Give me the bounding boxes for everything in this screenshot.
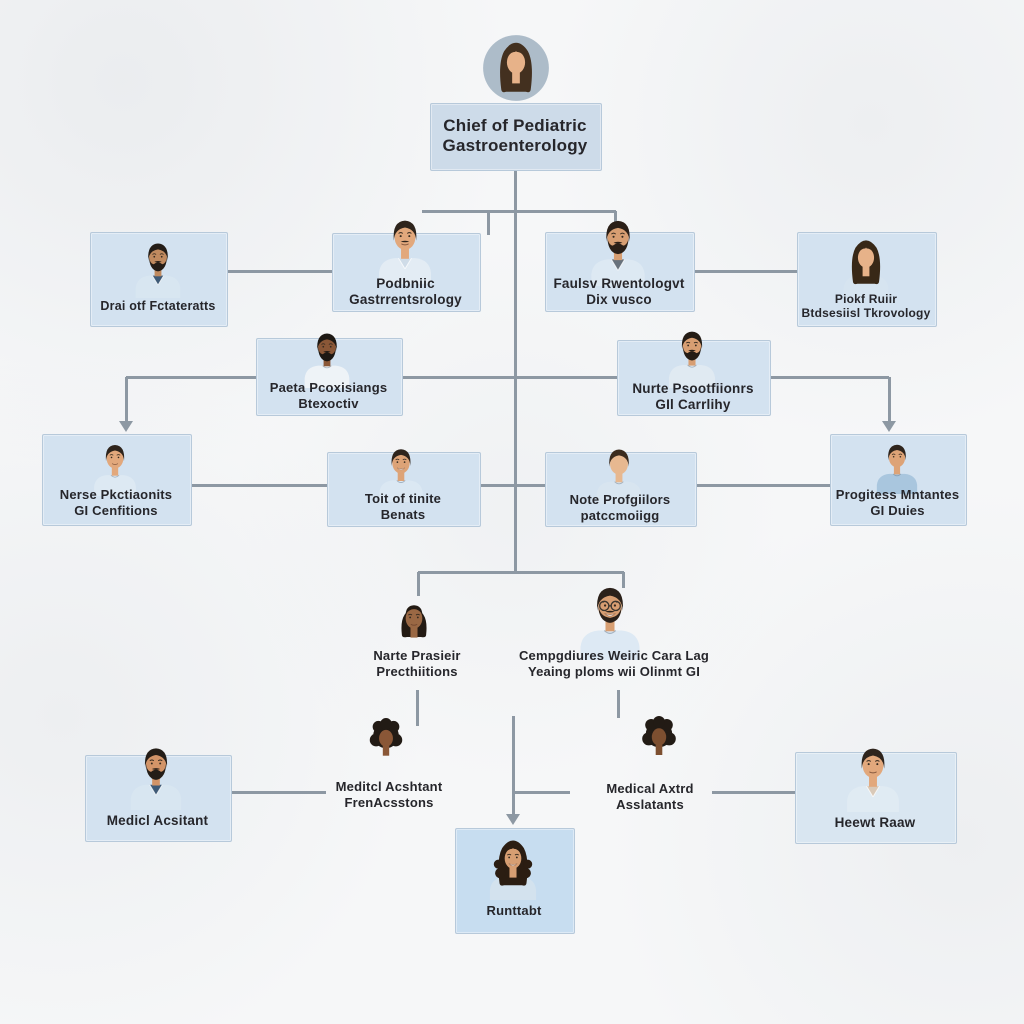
connector-line <box>418 570 624 574</box>
person-avatar-drai-otf-fctateratts <box>120 236 196 298</box>
person-avatar-toit-of-tinite <box>362 442 440 502</box>
person-avatar-chief-of-pediatric-gastroenterology <box>481 33 551 103</box>
connector-line <box>416 572 420 596</box>
connector-line <box>887 377 891 423</box>
person-avatar-runttabt <box>478 836 548 900</box>
connector-line <box>401 375 617 379</box>
person-avatar-nurte-psootfiionrs <box>652 324 732 388</box>
person-avatar-meditcl-acshtant-frenacsstons <box>344 718 428 776</box>
person-avatar-nerse-pkctiaonits <box>78 438 152 496</box>
person-avatar-note-profgiilors <box>580 442 658 504</box>
person-avatar-cempgdiures-weiric-cara-lag <box>556 578 664 660</box>
node-label-drai-otf-fctateratts: Drai otf Fctateratts <box>100 298 216 313</box>
arrowhead-down-icon <box>882 421 896 432</box>
node-label-runttabt: Runttabt <box>486 903 542 919</box>
node-label-heewt-raaw: Heewt Raaw <box>834 814 916 830</box>
connector-line <box>769 375 889 379</box>
person-avatar-progitess-mntantes <box>862 438 932 494</box>
connector-line <box>695 483 830 487</box>
connector-line <box>616 690 620 718</box>
person-avatar-medical-axtrd-asslatants <box>622 716 696 776</box>
person-avatar-heewt-raaw <box>832 740 914 812</box>
connector-line <box>226 269 332 273</box>
person-avatar-piokf-ruiir <box>830 236 902 298</box>
connector-line <box>190 483 327 487</box>
connector-line <box>513 170 517 212</box>
person-avatar-podbniic-gastrrentsrology <box>367 212 443 284</box>
connector-line <box>479 483 545 487</box>
connector-line <box>415 690 419 726</box>
connector-line <box>693 269 797 273</box>
person-avatar-narte-prasieir <box>382 590 446 660</box>
connector-line <box>513 211 517 573</box>
connector-line <box>621 572 625 588</box>
person-avatar-faulsv-rwentologvt <box>578 212 658 286</box>
org-node-box-chief-of-pediatric-gastroenterology <box>430 103 602 171</box>
person-avatar-paeta-pcoxisiangs <box>288 326 366 388</box>
person-avatar-medicl-acsitant <box>118 740 194 810</box>
arrowhead-down-icon <box>506 814 520 825</box>
connector-line <box>230 790 326 794</box>
connector-line <box>124 377 128 423</box>
connector-line <box>513 790 570 794</box>
connector-line <box>486 211 490 235</box>
connector-line <box>511 716 515 816</box>
connector-line <box>422 209 616 213</box>
connector-line <box>126 375 256 379</box>
arrowhead-down-icon <box>119 421 133 432</box>
node-label-medicl-acsitant: Medicl Acsitant <box>106 812 209 828</box>
connector-line <box>712 790 795 794</box>
